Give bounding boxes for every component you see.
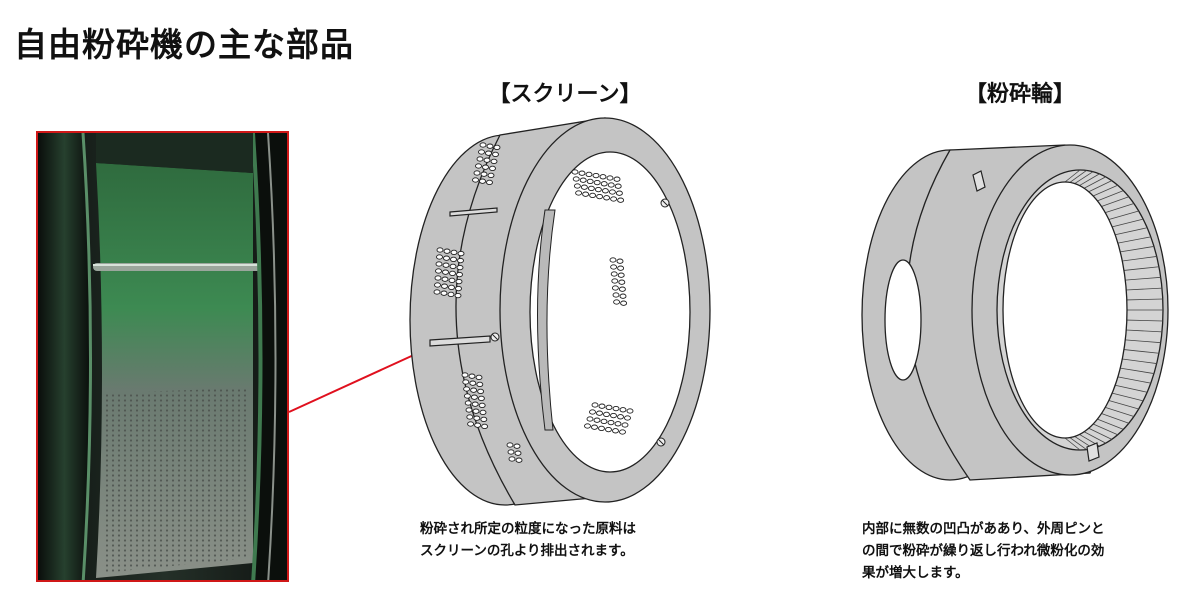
grinding-wheel-illustration	[861, 144, 1169, 481]
screen-photo-image	[38, 133, 287, 580]
screen-heading: 【スクリーン】	[488, 82, 642, 107]
grinding-wheel-caption: 内部に無数の凹凸がああり、外周ピンと の間で粉砕が繰り返し行われ微粉化の効 果が…	[862, 518, 1182, 584]
screen-ring-illustration	[409, 117, 711, 506]
screen-caption: 粉砕され所定の粒度になった原料は スクリーンの孔より排出されます。	[420, 518, 740, 562]
wheel-caption-line: の間で粉砕が繰り返し行われ微粉化の効	[862, 543, 1105, 559]
screen-caption-line: スクリーンの孔より排出されます。	[420, 543, 634, 559]
screen-photo	[36, 131, 289, 582]
wheel-caption-line: 果が増大します。	[862, 565, 969, 581]
page-title: 自由粉砕機の主な部品	[14, 25, 354, 64]
screen-caption-line: 粉砕され所定の粒度になった原料は	[420, 521, 636, 537]
grinding-wheel-heading: 【粉砕輪】	[964, 82, 1075, 107]
wheel-caption-line: 内部に無数の凹凸がああり、外周ピンと	[862, 521, 1105, 537]
